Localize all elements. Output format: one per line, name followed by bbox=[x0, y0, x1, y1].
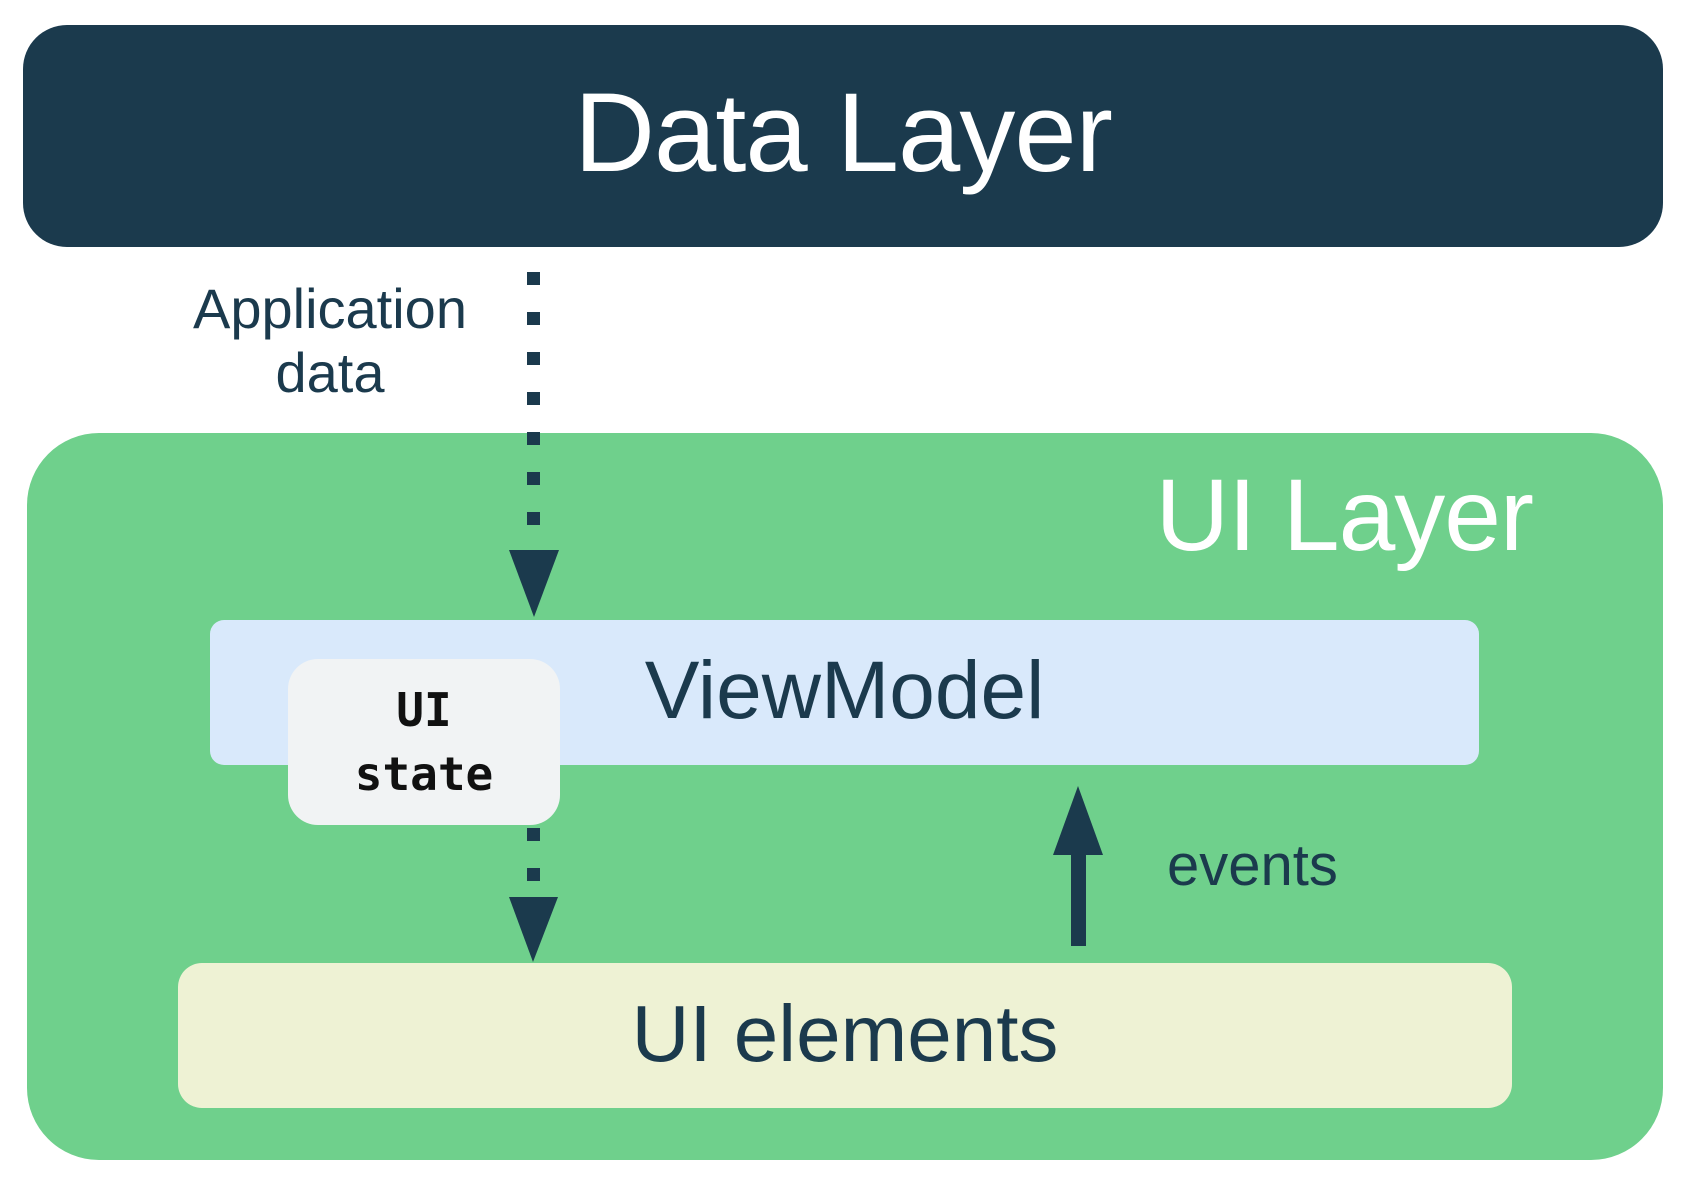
ui-state-box: UI state bbox=[288, 659, 560, 825]
ui-elements-title: UI elements bbox=[631, 988, 1059, 1078]
data-layer-title: Data Layer bbox=[574, 70, 1113, 195]
viewmodel-title: ViewModel bbox=[644, 644, 1045, 736]
events-label: events bbox=[1167, 833, 1338, 898]
application-data-arrow-icon bbox=[500, 266, 570, 621]
events-arrow-icon bbox=[1045, 780, 1115, 950]
ui-layer-title: UI Layer bbox=[1155, 458, 1534, 572]
data-layer-box: Data Layer bbox=[23, 25, 1663, 247]
application-data-label-line2: data bbox=[275, 341, 385, 404]
application-data-label-line1: Application bbox=[193, 277, 467, 340]
ui-state-arrow-icon bbox=[500, 820, 570, 970]
ui-state-label-line1: UI bbox=[396, 683, 452, 737]
ui-layer-box: UI Layer ViewModel UI state events bbox=[27, 433, 1663, 1160]
application-data-label: Application data bbox=[140, 277, 520, 405]
ui-elements-box: UI elements bbox=[178, 963, 1512, 1108]
ui-state-label-line2: state bbox=[354, 747, 494, 801]
